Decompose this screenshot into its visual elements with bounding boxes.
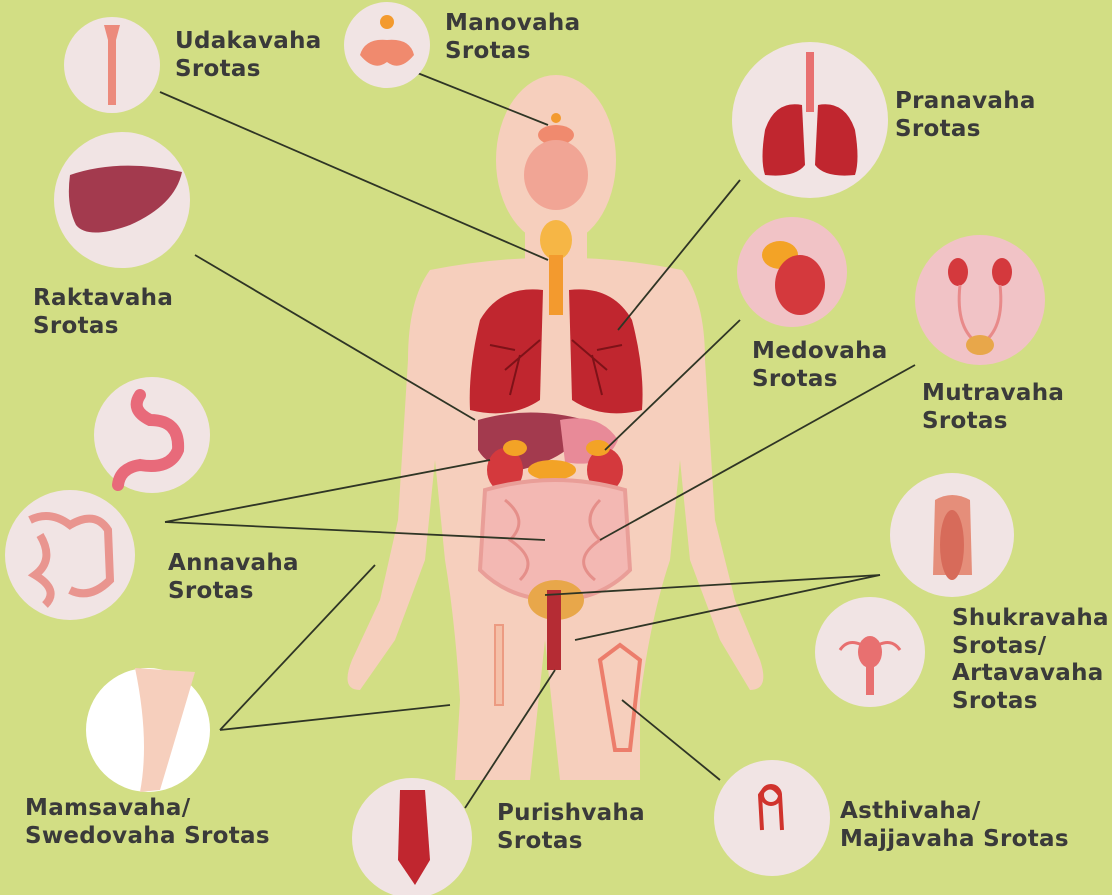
label-line: Majjavaha Srotas — [840, 826, 1069, 854]
label-mamsavaha: Mamsavaha/ Swedovaha Srotas — [25, 795, 270, 850]
male-reproductive-icon — [890, 473, 1014, 597]
label-shukravaha: Shukravaha Srotas/ Artavavaha Srotas — [952, 605, 1109, 715]
label-udakavaha: Udakavaha Srotas — [175, 28, 322, 83]
label-raktavaha: Raktavaha Srotas — [33, 285, 173, 340]
label-line: Srotas — [445, 38, 580, 66]
label-line: Srotas — [922, 408, 1064, 436]
label-line: Srotas/ — [952, 633, 1109, 661]
label-line: Srotas — [895, 116, 1036, 144]
label-annavaha: Annavaha Srotas — [168, 550, 299, 605]
label-line: Mutravaha — [922, 380, 1064, 408]
label-line: Srotas — [175, 56, 322, 84]
intestines-icon — [5, 490, 135, 620]
label-line: Raktavaha — [33, 285, 173, 313]
label-line: Srotas — [497, 828, 645, 856]
asthivaha-icon — [714, 760, 830, 876]
pranavaha-icon — [732, 42, 888, 198]
label-line: Srotas — [168, 578, 299, 606]
label-line: Srotas — [752, 366, 888, 394]
stomach-icon — [94, 377, 210, 493]
label-line: Shukravaha — [952, 605, 1109, 633]
mamsavaha-icon — [86, 668, 210, 792]
medovaha-icon — [737, 217, 847, 327]
udakavaha-icon — [64, 17, 160, 113]
label-line: Manovaha — [445, 10, 580, 38]
label-manovaha: Manovaha Srotas — [445, 10, 580, 65]
label-line: Artavavaha — [952, 660, 1109, 688]
female-reproductive-icon — [815, 597, 925, 707]
label-purishvaha: Purishvaha Srotas — [497, 800, 645, 855]
label-line: Srotas — [33, 313, 173, 341]
raktavaha-icon — [54, 132, 190, 268]
label-line: Medovaha — [752, 338, 888, 366]
manovaha-icon — [344, 2, 430, 88]
purishvaha-icon — [352, 778, 472, 895]
label-line: Srotas — [952, 688, 1109, 716]
label-line: Udakavaha — [175, 28, 322, 56]
label-mutravaha: Mutravaha Srotas — [922, 380, 1064, 435]
label-line: Swedovaha Srotas — [25, 823, 270, 851]
label-line: Mamsavaha/ — [25, 795, 270, 823]
label-medovaha: Medovaha Srotas — [752, 338, 888, 393]
mutravaha-icon — [915, 235, 1045, 365]
label-line: Purishvaha — [497, 800, 645, 828]
label-pranavaha: Pranavaha Srotas — [895, 88, 1036, 143]
label-line: Pranavaha — [895, 88, 1036, 116]
label-line: Asthivaha/ — [840, 798, 1069, 826]
label-asthivaha: Asthivaha/ Majjavaha Srotas — [840, 798, 1069, 853]
label-line: Annavaha — [168, 550, 299, 578]
